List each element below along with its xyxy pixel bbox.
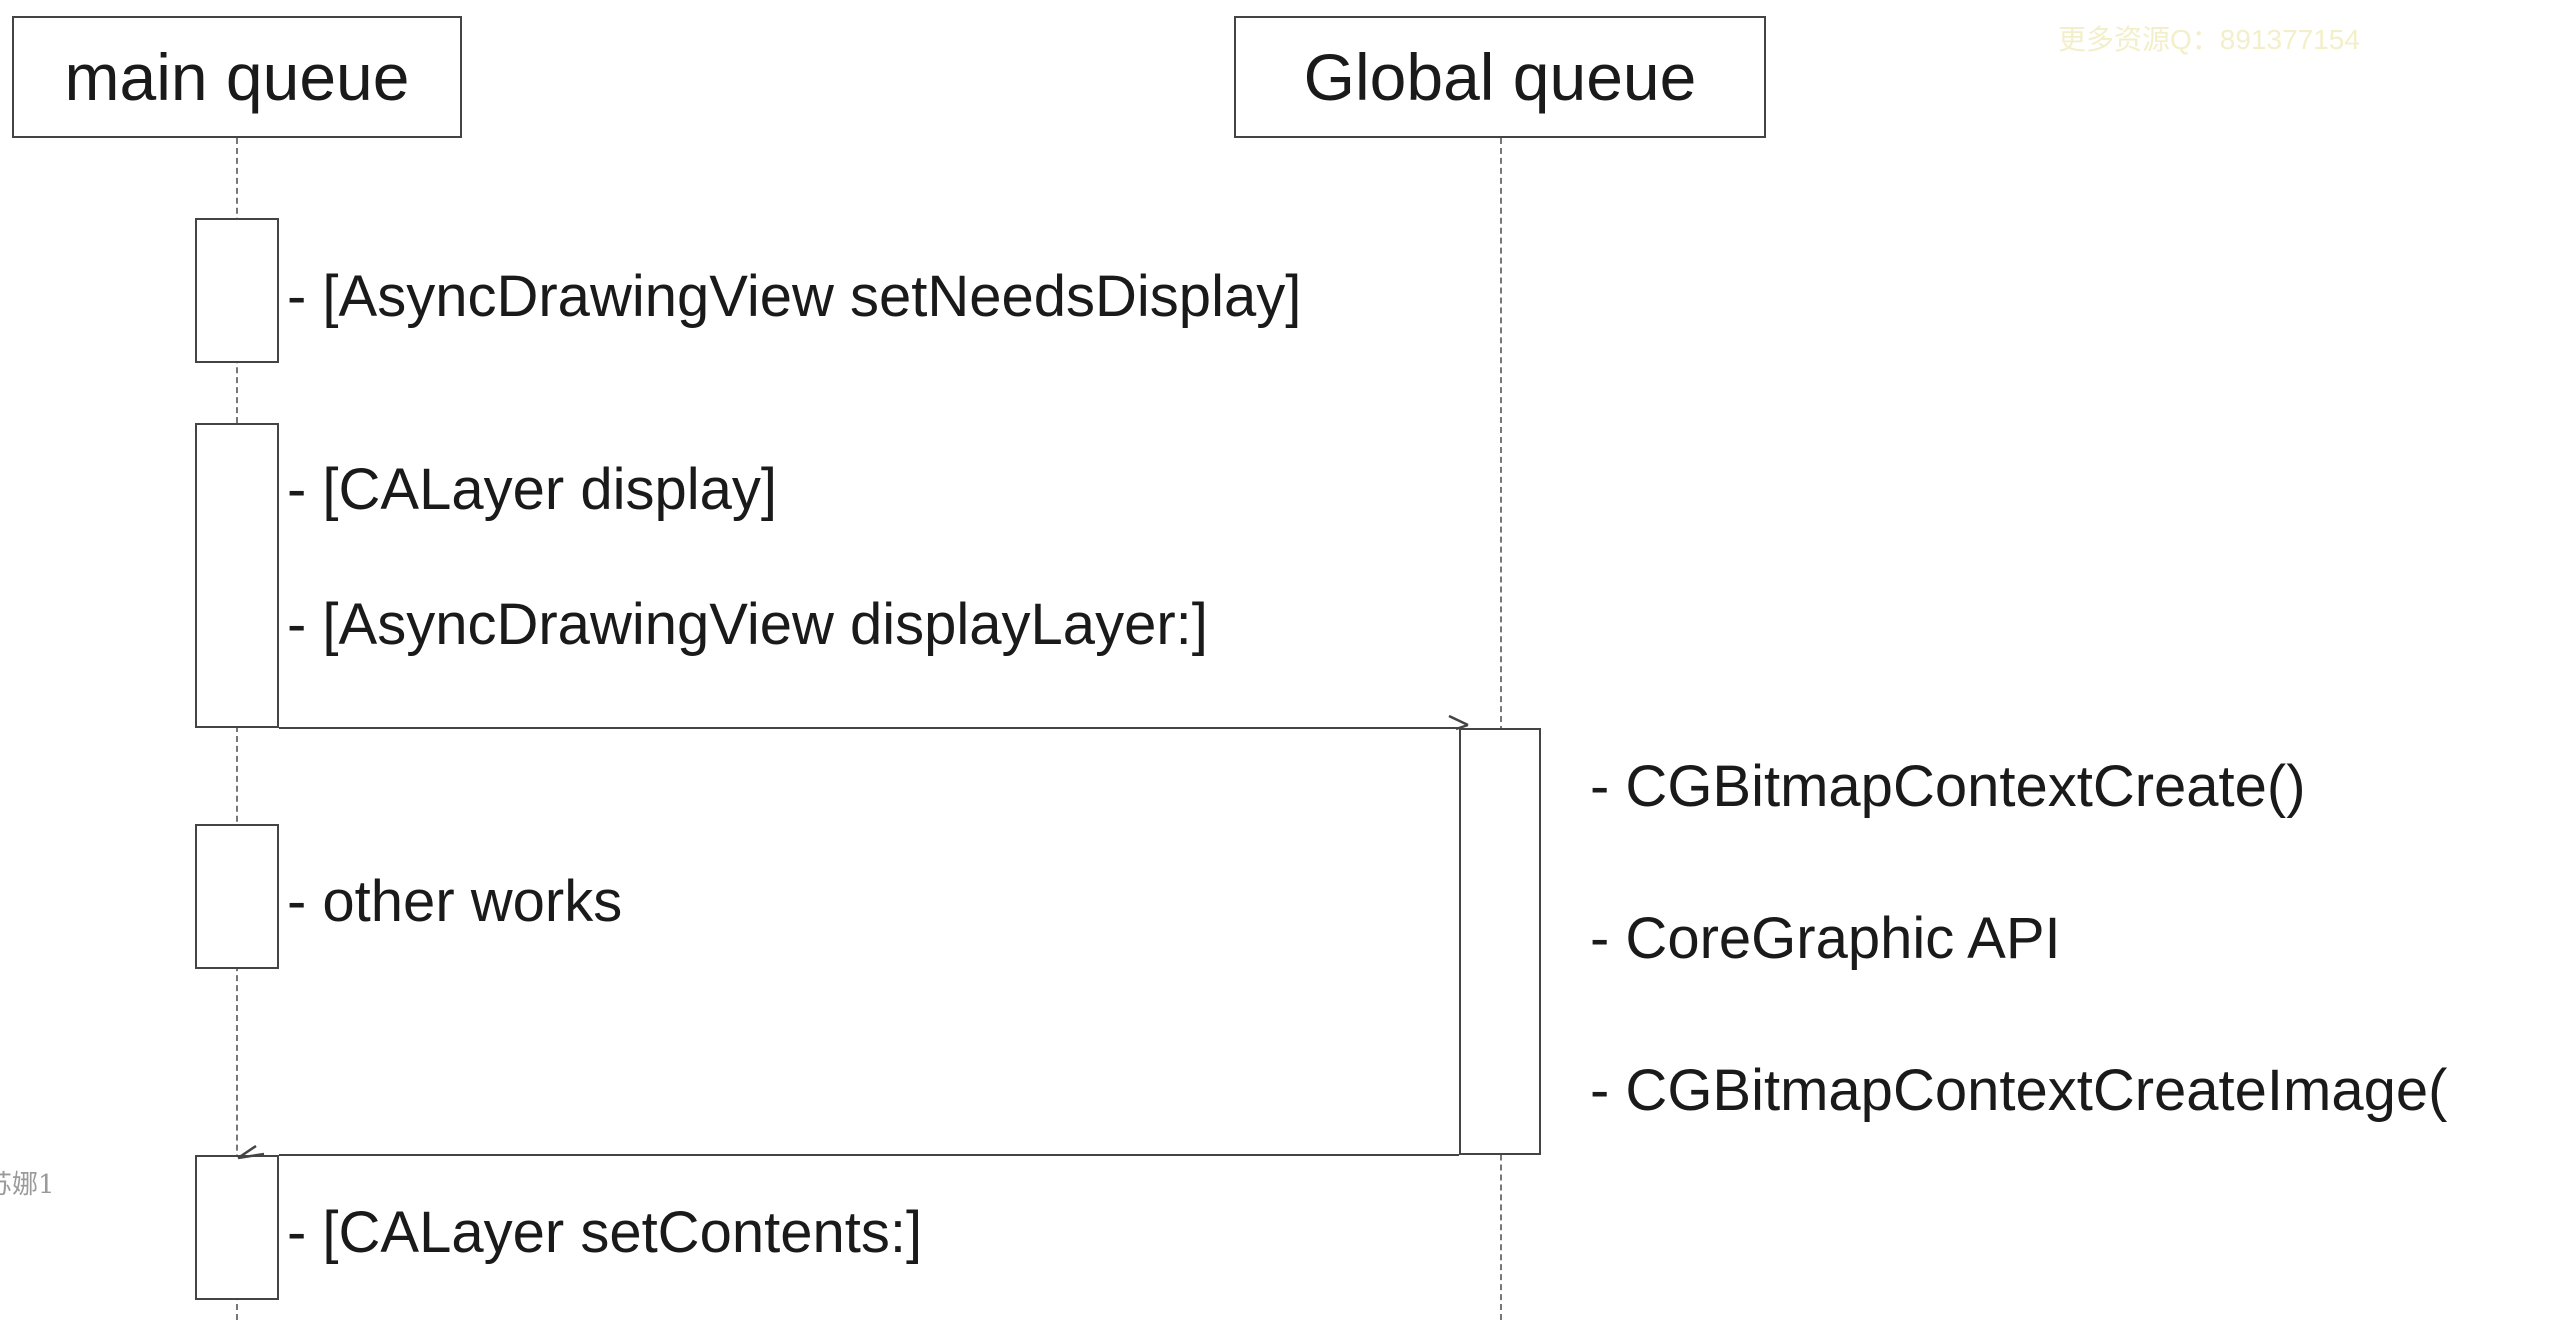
message-set-contents: - [CALayer setContents:] xyxy=(287,1200,923,1265)
global-queue-title: Global queue xyxy=(1303,40,1697,114)
message-bitmap-context-create: - CGBitmapContextCreate() xyxy=(1590,754,2306,819)
main-queue-lifeline xyxy=(236,138,238,1320)
activation-calayer-display xyxy=(195,423,279,728)
message-other-works: - other works xyxy=(287,869,623,934)
message-bitmap-context-create-image: - CGBitmapContextCreateImage( xyxy=(1590,1058,2448,1123)
activation-other-works xyxy=(195,824,279,969)
activation-global-drawing xyxy=(1459,728,1541,1155)
message-display-layer: - [AsyncDrawingView displayLayer:] xyxy=(287,592,1208,657)
side-watermark: 苏娜1 xyxy=(0,1170,55,1200)
activation-set-contents xyxy=(195,1155,279,1300)
dispatch-async-arrowhead xyxy=(1448,714,1469,731)
watermark-text: 更多资源Q：891377154 xyxy=(2058,24,2360,55)
message-set-needs-display: - [AsyncDrawingView setNeedsDisplay] xyxy=(287,264,1302,329)
main-queue-head: main queue xyxy=(12,16,462,138)
main-queue-title: main queue xyxy=(64,40,410,114)
global-queue-head: Global queue xyxy=(1234,16,1766,138)
return-main-arrowhead xyxy=(237,1144,265,1160)
activation-set-needs-display xyxy=(195,218,279,363)
message-coregraphic-api: - CoreGraphic API xyxy=(1590,906,2061,971)
message-calayer-display: - [CALayer display] xyxy=(287,457,777,522)
